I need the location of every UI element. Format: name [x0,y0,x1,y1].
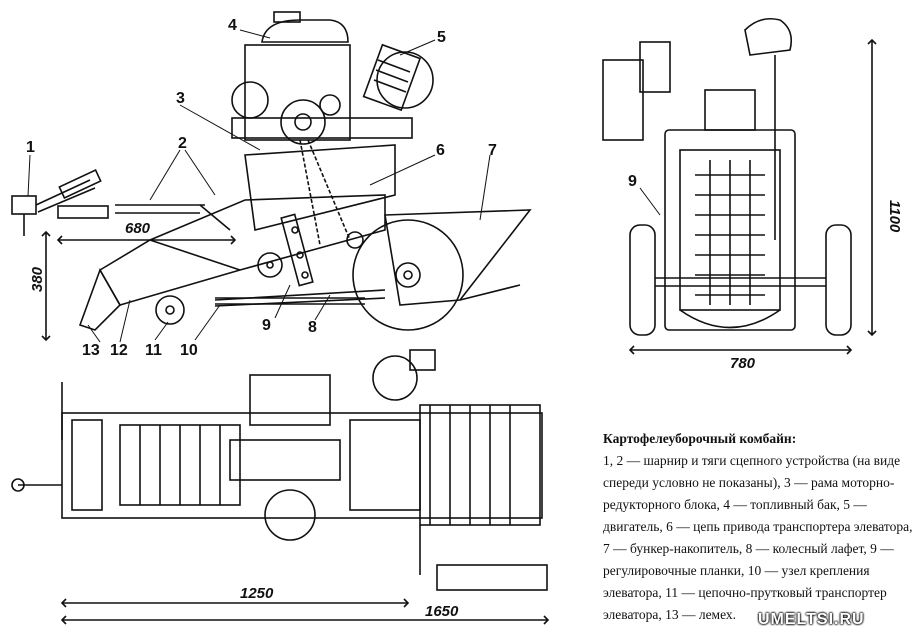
fuel-tank [261,11,349,43]
elevator-body [78,194,386,331]
storage-hopper [384,209,532,306]
label-9: 9 [262,317,271,334]
motor-frame [231,44,413,231]
top-view [11,349,550,625]
label-13: 13 [82,342,100,359]
figure-caption: Картофелеуборочный комбайн: 1, 2 — шарни… [603,428,915,626]
wheel-chassis [215,219,464,331]
engine [362,43,434,112]
caption-body: 1, 2 — шарнир и тяги сцепного устройства… [603,453,913,622]
side-view [11,11,532,342]
leader-lines [27,29,661,343]
label-8: 8 [308,319,317,336]
label-5: 5 [437,29,446,46]
label-1: 1 [26,139,35,156]
dim-1100: 1100 [886,200,903,233]
label-12: 12 [110,342,128,359]
conveyor-grid [695,160,765,305]
watermark: UMELTSI.RU [758,611,865,628]
dim-380: 380 [29,266,46,292]
drive-chain [299,139,364,249]
top-conveyor-grid [139,405,511,525]
label-6: 6 [436,142,445,159]
dim-1250: 1250 [240,585,274,602]
dim-780: 780 [730,355,756,372]
label-11: 11 [145,342,162,359]
dim-1650: 1650 [425,603,459,620]
caption-title: Картофелеуборочный комбайн: [603,431,797,446]
label-2: 2 [178,135,187,152]
dim-680: 680 [125,220,151,237]
hitch-joint [11,169,102,236]
label-4: 4 [228,17,237,34]
front-view [602,17,877,355]
label-3: 3 [176,90,185,107]
label-7: 7 [488,142,497,159]
drawbar-rods [57,204,231,231]
label-10: 10 [180,342,198,359]
label-9-front: 9 [628,173,637,190]
adjustment-plates [280,213,314,287]
